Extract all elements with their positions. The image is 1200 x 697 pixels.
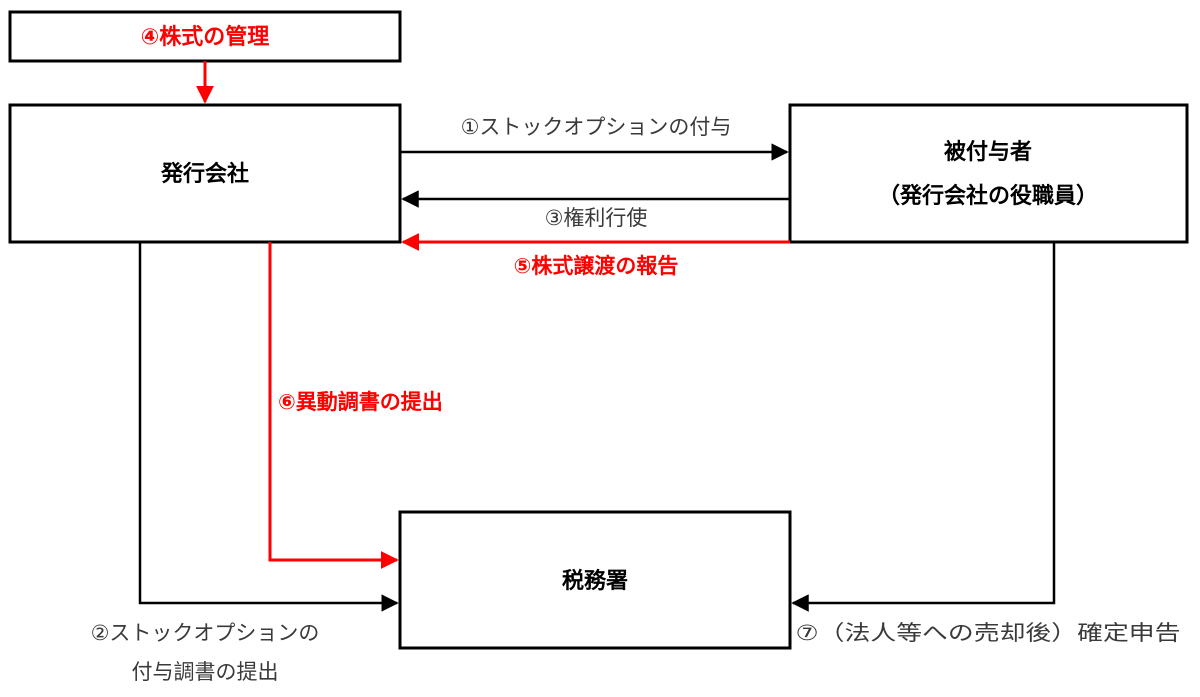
edge-grant-label: ①ストックオプションの付与 (461, 115, 732, 139)
edge-change-report-label: ⑥異動調書の提出 (278, 390, 443, 414)
node-stock-management-label: ④株式の管理 (141, 24, 270, 50)
node-grantee-label-line2: （発行会社の役職員） (878, 183, 1098, 209)
node-stock-management: ④株式の管理 (8, 10, 402, 63)
node-grantee-label-line1: 被付与者 (944, 140, 1032, 165)
edge-grant-report-label-line1: ②ストックオプションの (91, 621, 320, 645)
node-grantee: 被付与者 （発行会社の役職員） (788, 103, 1189, 244)
edge-exercise-label: ③権利行使 (545, 206, 648, 230)
node-tax-office: 税務署 (398, 510, 792, 650)
node-tax-office-label: 税務署 (562, 568, 628, 594)
edge-tax-return-label: ⑦（法人等への売却後）確定申告 (796, 621, 1181, 645)
edge-transfer-report-label: ⑤株式譲渡の報告 (514, 254, 679, 278)
edge-grant-report-arrow (138, 242, 399, 612)
edge-grant-report-label-line2: 付与調書の提出 (132, 660, 279, 684)
edge-change-report-arrow (268, 242, 399, 569)
node-issuer-label: 発行会社 (160, 161, 249, 187)
edge-tax-return-arrow (791, 242, 1056, 612)
node-issuer: 発行会社 (8, 103, 402, 244)
